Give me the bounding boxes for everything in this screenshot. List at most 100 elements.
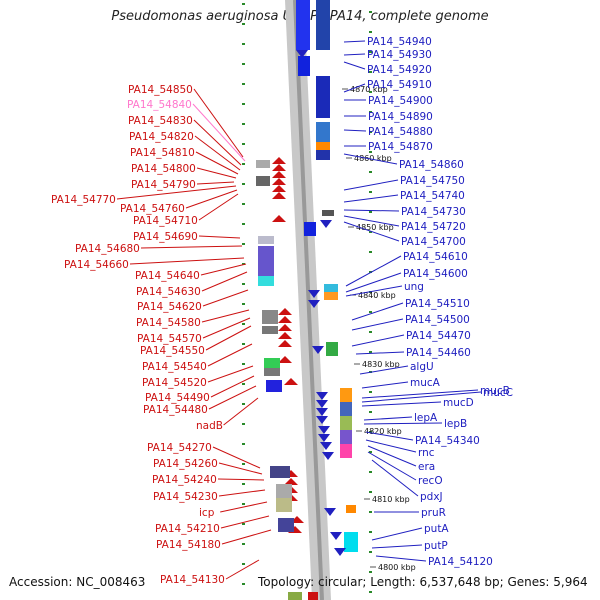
reverse-gene-block	[258, 276, 274, 286]
left-tick-mark	[242, 43, 245, 45]
right-gene-connector	[343, 221, 400, 242]
forward-gene-arrow	[316, 392, 328, 400]
right-gene-label: PA14_54460	[406, 347, 471, 359]
forward-gene-arrow	[312, 346, 324, 354]
left-gene-label: PA14_54840	[127, 99, 192, 111]
left-tick-mark	[242, 343, 245, 345]
right-gene-connector	[361, 381, 409, 389]
right-tick-mark	[369, 191, 372, 193]
right-gene-connector	[351, 334, 405, 347]
left-gene-connector	[221, 529, 272, 545]
right-gene-connector	[343, 179, 399, 191]
left-tick-mark	[242, 503, 245, 505]
reverse-gene-block	[308, 592, 318, 600]
right-tick-mark	[369, 271, 372, 273]
left-gene-connector	[207, 365, 254, 383]
right-gene-label: PA14_54870	[368, 141, 433, 153]
right-tick-mark	[369, 311, 372, 313]
forward-gene-arrow	[318, 426, 330, 434]
right-gene-connector	[371, 544, 423, 549]
forward-gene-block	[326, 342, 338, 356]
left-gene-label: PA14_54820	[129, 131, 194, 143]
forward-gene-block	[340, 444, 352, 458]
left-tick-mark	[242, 423, 245, 425]
reverse-gene-arrow	[284, 478, 298, 485]
left-tick-mark	[242, 183, 245, 185]
right-gene-label: PA14_54600	[403, 268, 468, 280]
right-gene-connector	[361, 389, 479, 399]
left-tick-mark	[242, 383, 245, 385]
reverse-gene-block	[266, 380, 282, 392]
right-tick-mark	[369, 351, 372, 353]
right-gene-label: PA14_54920	[367, 64, 432, 76]
right-tick-mark	[369, 431, 372, 433]
reverse-gene-block	[262, 310, 278, 324]
right-gene-label: PA14_54340	[415, 435, 480, 447]
left-gene-connector	[218, 462, 263, 475]
right-gene-connector	[343, 53, 366, 56]
forward-gene-arrow	[324, 508, 336, 516]
forward-gene-arrow	[308, 290, 320, 298]
right-gene-label: PA14_54900	[368, 95, 433, 107]
left-gene-label: PA14_54520	[142, 377, 207, 389]
right-gene-label: PA14_54930	[367, 49, 432, 61]
left-tick-mark	[242, 543, 245, 545]
left-gene-label: PA14_54230	[153, 491, 218, 503]
right-gene-connector	[343, 61, 366, 70]
right-tick-mark	[369, 571, 372, 573]
left-gene-label: nadB	[196, 420, 223, 432]
left-tick-mark	[242, 363, 245, 365]
position-label: 4840 kbp	[358, 291, 396, 300]
forward-gene-arrow	[330, 532, 342, 540]
left-tick-mark	[242, 303, 245, 305]
right-gene-connector	[343, 215, 400, 227]
left-gene-connector	[140, 245, 243, 249]
right-gene-label: PA14_54730	[401, 206, 466, 218]
left-gene-label: PA14_54570	[137, 333, 202, 345]
position-label: 4850 kbp	[356, 223, 394, 232]
forward-gene-arrow	[316, 416, 328, 424]
left-tick-mark	[242, 583, 245, 585]
forward-gene-block	[346, 505, 356, 513]
forward-gene-arrow	[296, 50, 308, 58]
left-gene-connector	[192, 103, 246, 162]
forward-gene-block	[324, 292, 338, 300]
left-gene-connector	[210, 375, 255, 398]
right-tick-mark	[369, 171, 372, 173]
right-gene-label: algU	[410, 361, 434, 373]
right-gene-connector	[351, 318, 404, 331]
reverse-gene-arrow	[272, 192, 286, 199]
reverse-gene-arrow	[284, 378, 298, 385]
right-gene-label: PA14_54910	[367, 79, 432, 91]
forward-gene-block	[344, 532, 358, 552]
reverse-gene-arrow	[272, 178, 286, 185]
right-gene-label: PA14_54890	[368, 111, 433, 123]
left-gene-connector	[201, 271, 248, 292]
left-gene-connector	[196, 167, 237, 179]
forward-gene-block	[340, 388, 352, 402]
left-gene-label: PA14_54620	[137, 301, 202, 313]
left-gene-label: PA14_54240	[152, 474, 217, 486]
left-gene-label: PA14_54270	[147, 442, 212, 454]
reverse-gene-block	[278, 518, 294, 532]
right-gene-label: PA14_54610	[403, 251, 468, 263]
left-tick-mark	[242, 163, 245, 165]
reverse-gene-arrow	[272, 157, 286, 164]
right-gene-connector	[365, 431, 414, 441]
right-tick-mark	[369, 111, 372, 113]
right-gene-label: PA14_54720	[401, 221, 466, 233]
reverse-gene-block	[258, 246, 274, 276]
right-gene-connector	[365, 439, 417, 453]
right-gene-connector	[371, 459, 419, 497]
right-gene-connector	[361, 401, 442, 407]
left-gene-connector	[207, 343, 253, 367]
forward-gene-arrow	[320, 442, 332, 450]
right-gene-label: PA14_54880	[368, 126, 433, 138]
forward-gene-block	[316, 0, 330, 50]
reverse-gene-arrow	[278, 324, 292, 331]
reverse-gene-arrow	[278, 316, 292, 323]
right-gene-connector	[345, 285, 403, 297]
left-gene-connector	[201, 309, 250, 323]
left-gene-connector	[196, 181, 235, 185]
left-gene-connector	[193, 88, 244, 158]
